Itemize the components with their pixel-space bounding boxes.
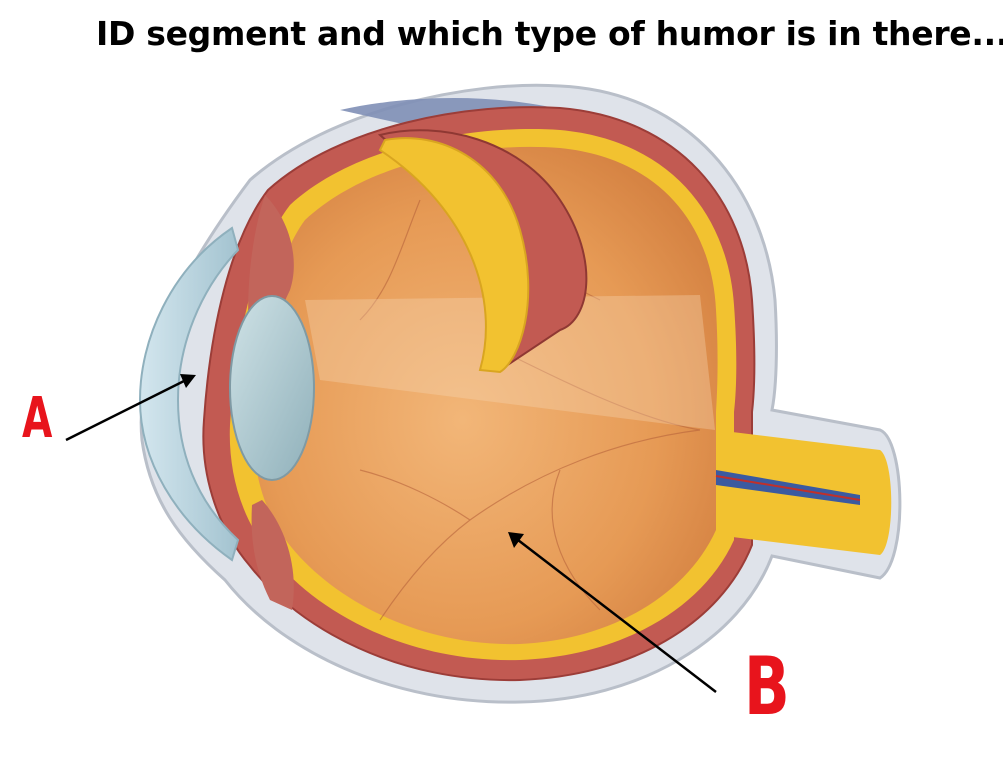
label-a: A (22, 386, 53, 451)
cornea (138, 226, 240, 562)
optic-nerve (715, 430, 892, 555)
lens (229, 295, 315, 481)
arrow-b (508, 532, 717, 693)
arrow-a (65, 374, 196, 442)
vitreous-chamber (253, 146, 718, 645)
question-title: ID segment and which type of humor is in… (96, 14, 1003, 53)
retina-flap (377, 129, 588, 374)
label-b: B (744, 640, 790, 733)
